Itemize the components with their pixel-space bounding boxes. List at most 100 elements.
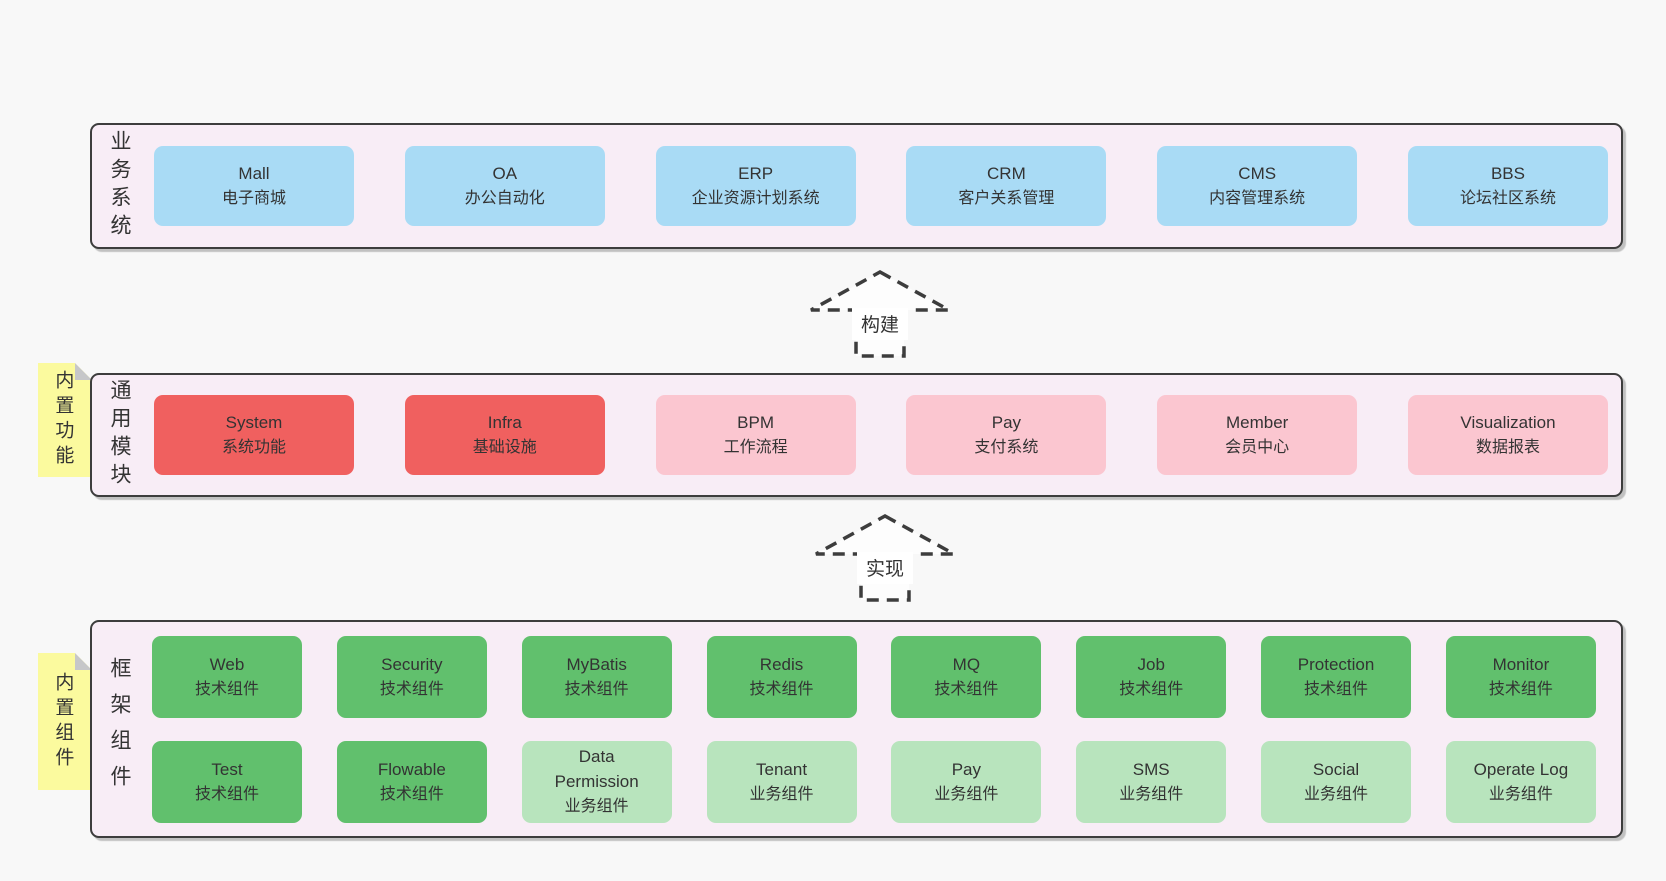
box-title: Pay <box>991 413 1022 432</box>
box-title: Flowable <box>377 759 446 779</box>
component-box: SMS 业务组件 <box>1076 740 1227 823</box>
box-subtitle: 会员中心 <box>1225 439 1290 456</box>
sticky-fold-corner <box>75 363 92 380</box>
arrow-label: 构建 <box>861 314 899 336</box>
box-title: Test <box>211 759 243 779</box>
box-subtitle: 企业资源计划系统 <box>691 190 820 207</box>
box-title: Web <box>209 654 245 674</box>
arrow-label: 实现 <box>866 558 904 580</box>
box-subtitle: 技术组件 <box>749 680 814 698</box>
box-subtitle: 办公自动化 <box>464 190 545 207</box>
component-box: CMS 内容管理系统 <box>1157 146 1358 226</box>
box-subtitle: 业务组件 <box>564 798 629 815</box>
component-box: Mall 电子商城 <box>154 146 354 226</box>
component-box: BBS 论坛社区系统 <box>1407 146 1608 226</box>
box-subtitle: 支付系统 <box>974 439 1039 456</box>
sticky-label: 内置组件 <box>52 671 74 772</box>
component-box: OA 办公自动化 <box>404 146 605 226</box>
box-title: Tenant <box>756 759 808 779</box>
sticky-note-builtin-features: 内置功能 <box>38 363 92 477</box>
component-box: Monitor 技术组件 <box>1445 635 1596 718</box>
box-title: Redis <box>759 654 804 674</box>
box-title: Data Permission <box>554 747 639 791</box>
box-title: Social <box>1312 759 1360 779</box>
component-box: Redis 技术组件 <box>706 635 857 718</box>
box-title: BBS <box>1490 164 1525 183</box>
box-row: Mall 电子商城 OA 办公自动化 ERP 企业资源计划系统 CRM 客户关系管理 CMS 内容… <box>154 146 1608 226</box>
component-box: Security 技术组件 <box>336 635 487 718</box>
component-box: Flowable 技术组件 <box>336 740 487 823</box>
component-box: Social 业务组件 <box>1261 740 1412 823</box>
panel-business-systems: 业务系统 Mall 电子商城 OA 办公自动化 ERP 企业资源计划系统 CRM 客户关系管理… <box>90 123 1623 249</box>
panel-side-label: 业务系统 <box>108 130 131 242</box>
component-box: Visualization 数据报表 <box>1407 395 1608 475</box>
component-box: Test 技术组件 <box>152 740 302 823</box>
box-subtitle: 业务组件 <box>749 785 814 803</box>
box-subtitle: 技术组件 <box>194 785 259 803</box>
box-title: Pay <box>951 759 982 779</box>
box-subtitle: 技术组件 <box>194 680 259 698</box>
component-box: Protection 技术组件 <box>1261 635 1412 718</box>
arrow-label-background <box>857 552 913 584</box>
box-subtitle: 技术组件 <box>1488 680 1553 698</box>
box-title: Infra <box>487 413 522 432</box>
box-subtitle: 技术组件 <box>1119 680 1184 698</box>
box-subtitle: 内容管理系统 <box>1209 190 1306 207</box>
implement-arrow: 实现 <box>815 514 955 602</box>
panel-side-label: 框架组件 <box>108 657 131 801</box>
box-rows: Mall 电子商城 OA 办公自动化 ERP 企业资源计划系统 CRM 客户关系管理 CMS 内容… <box>154 125 1608 247</box>
box-title: MyBatis <box>566 654 627 674</box>
box-title: System <box>225 413 283 432</box>
component-box: MyBatis 技术组件 <box>521 635 672 718</box>
box-subtitle: 技术组件 <box>1304 680 1369 698</box>
panel-side-label: 通用模块 <box>108 379 131 491</box>
component-box: Web 技术组件 <box>152 635 302 718</box>
component-box: CRM 客户关系管理 <box>906 146 1107 226</box>
box-title: Operate Log <box>1473 759 1569 779</box>
arrow-label-background <box>852 308 908 340</box>
box-subtitle: 技术组件 <box>379 680 444 698</box>
box-subtitle: 业务组件 <box>1488 785 1553 803</box>
box-subtitle: 技术组件 <box>564 680 629 698</box>
box-title: Mall <box>238 164 270 183</box>
box-title: ERP <box>738 164 774 183</box>
box-subtitle: 客户关系管理 <box>958 190 1055 207</box>
sticky-label: 内置功能 <box>52 370 74 470</box>
component-box: Operate Log 业务组件 <box>1445 740 1596 823</box>
component-box: Tenant 业务组件 <box>706 740 857 823</box>
box-subtitle: 数据报表 <box>1475 439 1540 456</box>
sticky-note-builtin-components: 内置组件 <box>38 653 92 790</box>
component-box: Member 会员中心 <box>1157 395 1358 475</box>
box-title: Visualization <box>1460 413 1556 432</box>
box-subtitle: 基础设施 <box>472 439 537 456</box>
box-subtitle: 电子商城 <box>221 190 286 207</box>
build-arrow: 构建 <box>810 270 950 358</box>
box-subtitle: 技术组件 <box>379 785 444 803</box>
box-title: SMS <box>1132 759 1170 779</box>
box-title: OA <box>492 164 518 183</box>
box-title: CMS <box>1238 164 1277 183</box>
box-subtitle: 论坛社区系统 <box>1459 190 1556 207</box>
component-box: Data Permission 业务组件 <box>521 740 672 823</box>
box-subtitle: 工作流程 <box>723 439 788 456</box>
box-title: Protection <box>1297 654 1375 674</box>
box-subtitle: 业务组件 <box>1304 785 1369 803</box>
box-subtitle: 技术组件 <box>934 680 999 698</box>
box-subtitle: 业务组件 <box>1119 785 1184 803</box>
box-title: Member <box>1226 413 1289 432</box>
box-title: Monitor <box>1492 654 1550 674</box>
component-box: ERP 企业资源计划系统 <box>655 146 856 226</box>
box-title: CRM <box>987 164 1026 183</box>
box-title: Security <box>381 654 443 674</box>
